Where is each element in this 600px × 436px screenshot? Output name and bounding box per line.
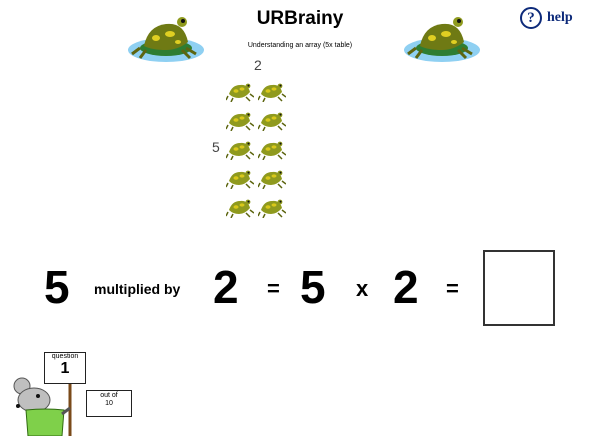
equals-sign-2: =: [446, 276, 459, 301]
equals-sign-1: =: [267, 276, 280, 301]
out-of-sign: out of 10: [86, 390, 132, 417]
question-label: question: [51, 353, 79, 360]
frog-icon: [258, 170, 286, 189]
multiplied-by-label: multiplied by: [94, 281, 181, 297]
question-number: 1: [60, 359, 70, 377]
help-button[interactable]: ? help: [520, 4, 573, 32]
frog-icon: [258, 83, 286, 102]
frog-lilypad-left-icon: [128, 17, 204, 62]
expression-right: 2: [393, 261, 419, 313]
multiplicand: 5: [44, 261, 70, 313]
page-title: URBrainy: [256, 8, 344, 29]
frog-icon: [226, 141, 254, 160]
frog-lilypad-right-icon: [404, 17, 480, 62]
frog-icon: [258, 141, 286, 160]
page-subtitle: Understanding an array (5x table): [247, 42, 353, 49]
total-questions: 10: [105, 399, 113, 407]
answer-input[interactable]: [483, 250, 555, 326]
frog-icon: [226, 199, 254, 218]
help-icon: ?: [520, 7, 542, 29]
frog-icon: [226, 170, 254, 189]
multiplier: 2: [213, 261, 239, 313]
frog-icon: [226, 112, 254, 131]
array-columns-label: 2: [254, 57, 262, 73]
out-of-label: out of: [100, 392, 118, 399]
frog-icon: [226, 83, 254, 102]
expression-left: 5: [300, 261, 326, 313]
question-sign: question 1: [44, 352, 86, 384]
mouse-mascot-icon: [13, 360, 72, 436]
frog-array: [226, 80, 302, 220]
help-label: help: [547, 10, 573, 25]
frog-icon: [258, 199, 286, 218]
array-rows-label: 5: [212, 139, 220, 155]
times-sign: x: [356, 276, 369, 301]
frog-icon: [258, 112, 286, 131]
